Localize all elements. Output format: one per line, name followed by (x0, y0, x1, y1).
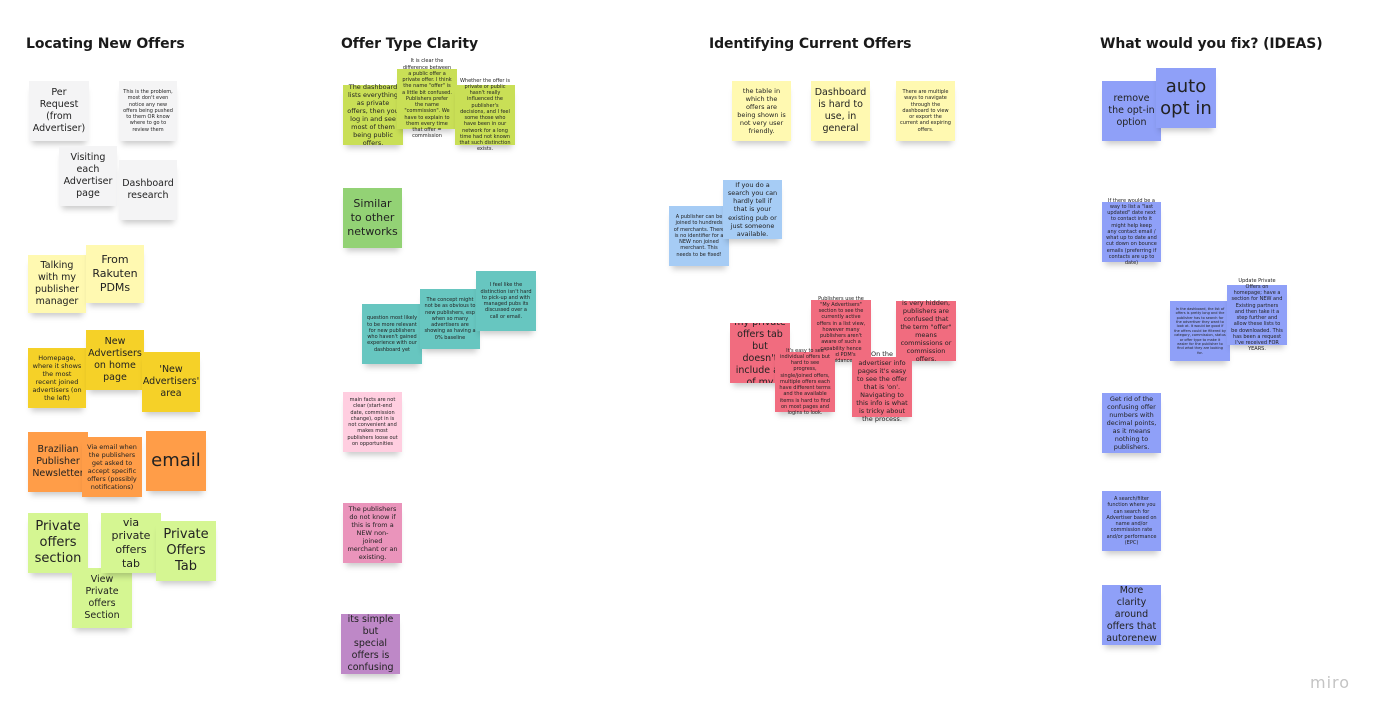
note-text: Visiting each Advertiser page (63, 152, 113, 199)
sticky-note[interactable]: Get rid of the confusing offer numbers w… (1102, 393, 1161, 453)
sticky-note[interactable]: A search/filter function where you can s… (1102, 491, 1161, 551)
sticky-note[interactable]: Private offers section (28, 513, 88, 573)
sticky-note[interactable]: its simple but special offers is confusi… (341, 614, 400, 674)
sticky-note[interactable]: Similar to other networks (343, 188, 402, 248)
note-text: A publisher can be joined to hundreds of… (673, 214, 725, 258)
note-text: Brazilian Publisher Newsletter (32, 444, 84, 479)
sticky-note[interactable]: Talking with my publisher manager (28, 255, 86, 313)
sticky-note[interactable]: From Rakuten PDMs (86, 245, 144, 303)
sticky-note[interactable]: The concept might not be as obvious to n… (420, 289, 480, 349)
sticky-note[interactable]: Publishers use the "My Advertisers" sect… (811, 296, 871, 364)
note-text: Similar to other networks (347, 197, 398, 238)
note-text: Homepage, where it shows the most recent… (32, 353, 82, 403)
note-text: This is the problem, most don't even not… (123, 89, 173, 133)
column-heading-ideas: What would you fix? (IDEAS) (1100, 36, 1323, 52)
sticky-note[interactable]: The publishers do not know if this is fr… (343, 503, 402, 563)
sticky-note[interactable]: Private Offers Tab (156, 521, 216, 581)
sticky-note[interactable]: It's easy to see individual offers but h… (775, 348, 835, 416)
note-text: via private offers tab (111, 515, 151, 570)
sticky-note[interactable]: main facts are not clear (start-end date… (343, 392, 402, 452)
note-text: View Private offers Section (84, 574, 120, 621)
column-heading-locating-new-offers: Locating New Offers (26, 36, 185, 52)
note-text: On the advertiser info pages it's easy t… (856, 350, 908, 424)
note-text: A search/filter function where you can s… (1106, 496, 1157, 546)
note-text: From Rakuten PDMs (92, 253, 138, 294)
note-text: 'New Advertisers' area (142, 364, 200, 399)
note-text: its simple but special offers is confusi… (347, 614, 394, 673)
note-text: Dashboard research (122, 178, 174, 201)
sticky-note[interactable]: Whether the offer is private or public h… (455, 78, 515, 152)
sticky-note[interactable]: 'New Advertisers' area (142, 352, 200, 412)
note-text: the table in which the offers are being … (737, 86, 786, 136)
sticky-note[interactable]: Per Request (from Advertiser) (29, 81, 89, 141)
note-text: email (151, 449, 201, 471)
note-text: The concept might not be as obvious to n… (424, 297, 476, 341)
note-text: Private Offers Tab (163, 526, 209, 575)
sticky-note[interactable]: Dashboard is hard to use, in general (811, 81, 870, 141)
sticky-note[interactable]: View Private offers Section (72, 568, 132, 628)
note-text: Get rid of the confusing offer numbers w… (1106, 394, 1157, 452)
sticky-note[interactable]: On the advertiser info pages it's easy t… (852, 350, 912, 423)
sticky-note[interactable]: New Advertisers on home page (86, 330, 144, 390)
note-text: auto opt in (1160, 75, 1212, 120)
sticky-note[interactable]: A publisher can be joined to hundreds of… (669, 206, 729, 266)
note-text: I can see my private offers tab but does… (734, 323, 786, 383)
note-text: remove the opt-in option (1108, 93, 1155, 128)
note-text: There are multiple ways to navigate thro… (900, 89, 951, 133)
note-text: It is clear the difference between a pub… (402, 58, 452, 140)
sticky-note[interactable]: In the dashboard, the list of offers is … (1170, 301, 1230, 361)
note-text: is very hidden, publishers are confused … (900, 298, 952, 364)
note-text: The dashboard lists everything as privat… (347, 82, 399, 148)
column-heading-identifying-current-offers: Identifying Current Offers (709, 36, 912, 52)
sticky-note[interactable]: Dashboard research (119, 160, 177, 220)
sticky-note[interactable]: email (146, 431, 206, 491)
sticky-note[interactable]: Homepage, where it shows the most recent… (28, 348, 86, 408)
note-text: Whether the offer is private or public h… (459, 77, 511, 153)
sticky-note[interactable]: remove the opt-in option (1102, 81, 1161, 141)
sticky-note[interactable]: If you do a search you can hardly tell i… (723, 180, 782, 239)
note-text: The publishers do not know if this is fr… (347, 504, 398, 562)
note-text: Via email when the publishers get asked … (87, 442, 137, 492)
note-text: If you do a search you can hardly tell i… (727, 181, 778, 238)
sticky-note[interactable]: I feel like the distinction isn't hard t… (476, 271, 536, 331)
sticky-note[interactable]: is very hidden, publishers are confused … (896, 298, 956, 364)
sticky-note[interactable]: More clarity around offers that autorene… (1102, 585, 1161, 645)
note-text: Talking with my publisher manager (34, 260, 80, 307)
note-text: main facts are not clear (start-end date… (347, 397, 398, 447)
note-text: It's easy to see individual offers but h… (779, 347, 831, 417)
note-text: New Advertisers on home page (88, 336, 142, 383)
note-text: More clarity around offers that autorene… (1106, 585, 1157, 644)
note-text: Update Private Offers on homepage; have … (1231, 277, 1283, 353)
note-text: Per Request (from Advertiser) (32, 87, 86, 134)
column-heading-offer-type-clarity: Offer Type Clarity (341, 36, 479, 52)
miro-logo: miro (1310, 673, 1351, 692)
note-text: question most likely to be more relevant… (366, 315, 418, 353)
note-text: If there would be a way to list a "last … (1106, 197, 1157, 267)
note-text: I feel like the distinction isn't hard t… (480, 282, 532, 320)
note-text: Private offers section (34, 518, 82, 567)
sticky-note[interactable]: question most likely to be more relevant… (362, 304, 422, 364)
sticky-note[interactable]: the table in which the offers are being … (732, 81, 791, 141)
sticky-note[interactable]: If there would be a way to list a "last … (1102, 198, 1161, 266)
sticky-note[interactable]: It is clear the difference between a pub… (397, 58, 457, 139)
sticky-note[interactable]: Brazilian Publisher Newsletter (28, 432, 88, 492)
sticky-note[interactable]: There are multiple ways to navigate thro… (896, 81, 955, 141)
sticky-note[interactable]: Via email when the publishers get asked … (82, 437, 142, 497)
sticky-note[interactable]: This is the problem, most don't even not… (119, 81, 177, 141)
note-text: Dashboard is hard to use, in general (814, 87, 867, 134)
note-text: Publishers use the "My Advertisers" sect… (816, 295, 866, 365)
sticky-note[interactable]: Visiting each Advertiser page (59, 146, 117, 206)
sticky-note[interactable]: auto opt in (1156, 68, 1216, 128)
sticky-note[interactable]: The dashboard lists everything as privat… (343, 82, 403, 148)
sticky-note[interactable]: Update Private Offers on homepage; have … (1227, 278, 1287, 352)
note-text: In the dashboard, the list of offers is … (1174, 306, 1226, 355)
sticky-note[interactable]: via private offers tab (101, 513, 161, 573)
